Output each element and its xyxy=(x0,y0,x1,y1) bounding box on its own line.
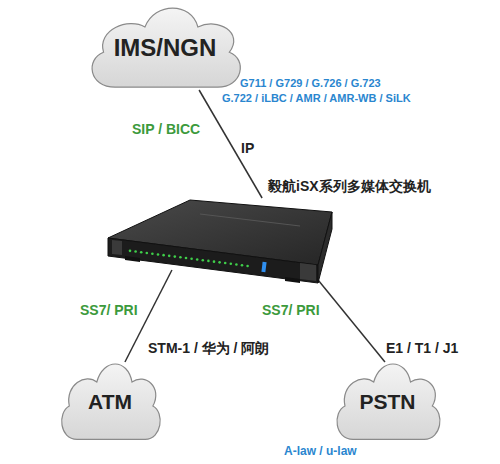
protocol-label: SS7/ PRI xyxy=(80,302,138,318)
led xyxy=(168,255,171,258)
cloud-path xyxy=(337,364,440,439)
switch-foot xyxy=(125,256,140,262)
led xyxy=(241,264,244,267)
switch-side xyxy=(318,212,332,283)
switch-foot xyxy=(285,277,300,283)
interface-label: STM-1 / 华为 / 阿朗 xyxy=(148,340,269,356)
codec-list: G.722 / iLBC / AMR / AMR-WB / SiLK xyxy=(222,92,411,105)
protocol-label: SIP / BICC xyxy=(132,121,200,137)
protocol-label: SS7/ PRI xyxy=(262,302,320,318)
cloud-path xyxy=(62,364,160,439)
led xyxy=(190,257,193,260)
led xyxy=(129,250,132,253)
led xyxy=(146,252,149,255)
switch-ear xyxy=(300,263,316,281)
interface-label: E1 / T1 / J1 xyxy=(386,340,458,356)
network-name: PSTN xyxy=(359,390,415,414)
link-line xyxy=(199,90,262,198)
switch-device: 毅航iSX系列多媒体交换机 xyxy=(105,198,335,270)
transport-label: IP xyxy=(241,140,254,156)
led xyxy=(224,262,227,265)
led xyxy=(196,258,199,261)
led xyxy=(202,259,205,262)
led xyxy=(174,255,177,258)
led xyxy=(134,250,137,253)
switch-ear xyxy=(112,240,122,255)
network-name: ATM xyxy=(88,390,132,414)
link-line xyxy=(310,270,385,362)
led xyxy=(157,253,160,256)
status-light xyxy=(261,262,266,272)
led xyxy=(162,254,165,257)
led xyxy=(151,252,154,255)
codec-list: G711 / G729 / G.726 / G.723 xyxy=(240,77,381,90)
led xyxy=(218,261,221,264)
led xyxy=(213,260,216,263)
led xyxy=(235,263,238,266)
coding-label: A-law / u-law xyxy=(284,445,357,459)
led xyxy=(230,262,233,265)
led xyxy=(246,265,249,268)
led-row xyxy=(129,250,249,268)
switch-groove xyxy=(200,214,300,226)
network-cloud: IMS/NGN xyxy=(82,6,248,90)
network-name: IMS/NGN xyxy=(114,34,217,62)
switch-body xyxy=(108,200,332,283)
device-name: 毅航iSX系列多媒体交换机 xyxy=(268,178,431,196)
network-cloud: ATM xyxy=(55,362,165,442)
led xyxy=(179,256,182,259)
cloud-path xyxy=(92,8,240,87)
led xyxy=(185,257,188,260)
switch-front xyxy=(108,238,318,283)
network-cloud: PSTN xyxy=(330,362,445,442)
led xyxy=(140,251,143,254)
led xyxy=(207,260,210,263)
